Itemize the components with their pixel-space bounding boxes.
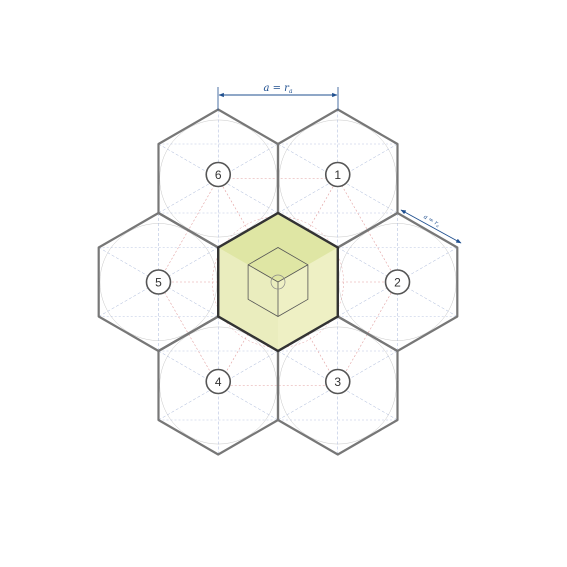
guide-diagonal: [337, 247, 458, 317]
dimension-side: a = ra: [400, 209, 462, 244]
cell-marker-circle: [384, 269, 411, 295]
hexagon-cell-center: [216, 211, 339, 353]
cell-number-label: 6: [215, 168, 222, 182]
dimension-top-label: a = ra: [263, 83, 292, 95]
cell-number-label: 5: [155, 276, 162, 290]
cell-marker-5: 5: [145, 269, 172, 295]
cell-number-label: 2: [394, 276, 401, 290]
guide-diagonal: [98, 247, 219, 317]
guide-diagonal: [337, 247, 458, 317]
guide-diagonal: [277, 143, 398, 214]
center-cell-inner-hexagon: [247, 247, 309, 317]
cell-marker-3: 3: [324, 368, 351, 395]
dimension-side-label: a = ra: [422, 213, 442, 228]
cell-marker-6: 6: [205, 161, 232, 188]
guide-diagonal: [277, 143, 398, 214]
cell-number-label: 1: [334, 168, 341, 182]
guide-diagonal: [158, 350, 279, 421]
cell-marker-circle: [324, 161, 351, 188]
cell-number-markers: 1 2 3 4 5 6: [145, 161, 411, 395]
center-inner-edge: [247, 264, 279, 283]
cell-marker-circle: [145, 269, 172, 295]
cell-marker-1: 1: [324, 161, 351, 188]
center-inner-edge: [277, 264, 309, 283]
cell-number-label: 3: [334, 375, 341, 389]
cell-number-label: 4: [215, 375, 222, 389]
cell-marker-circle: [324, 368, 351, 395]
cell-marker-2: 2: [384, 269, 411, 295]
guide-diagonal: [158, 350, 279, 421]
cell-marker-4: 4: [205, 368, 232, 395]
guide-diagonal: [158, 143, 279, 214]
hexagon-outlines: [97, 108, 459, 456]
guide-diagonal: [277, 350, 398, 421]
guide-diagonal: [277, 350, 398, 421]
dimension-top: a = ra: [217, 83, 339, 110]
cell-marker-circle: [205, 368, 232, 395]
center-point-circle: [270, 274, 286, 290]
guide-diagonal: [158, 143, 279, 214]
guide-diagonal: [98, 247, 219, 317]
cell-marker-circle: [205, 161, 232, 188]
